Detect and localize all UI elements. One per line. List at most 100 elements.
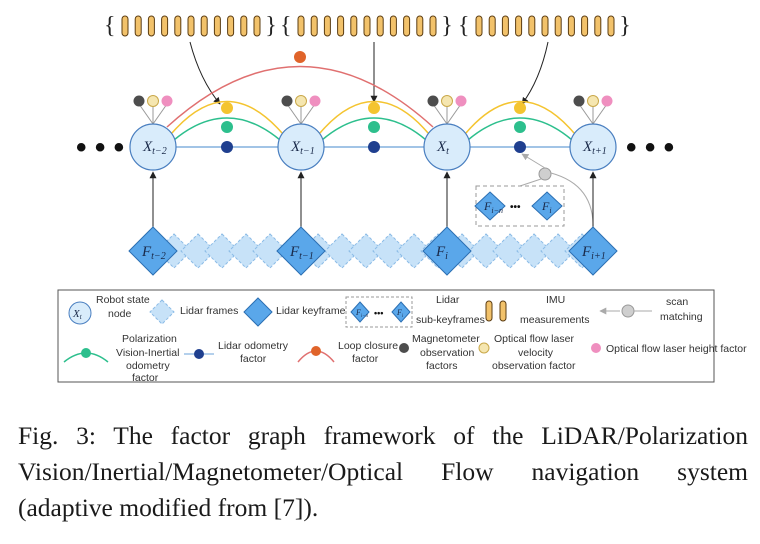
imu-bar <box>528 15 536 37</box>
imu-bar <box>515 15 523 37</box>
robot-state-node-label: Xt−1 <box>290 139 315 157</box>
ellipsis-right: • • • <box>626 131 674 164</box>
figure-caption: Fig. 3: The factor graph framework of th… <box>18 421 748 522</box>
unary-link <box>446 103 462 125</box>
lidar-keyframe-label: Fi <box>435 244 448 262</box>
imu-bar <box>389 15 397 37</box>
imu-factor <box>221 102 233 114</box>
legend-optical-flow-velocity-factor: Optical flow laser velocity observation … <box>478 333 576 372</box>
legend-scan-matching: scan matching <box>599 296 703 323</box>
optical-flow-height-factor <box>309 95 321 107</box>
imu-brace-open: { <box>280 13 292 39</box>
imu-brace-open: { <box>458 13 470 39</box>
legend: Xt Robot state node Lidar frames Lidar k… <box>57 289 747 384</box>
imu-bar <box>376 15 384 37</box>
legend-magnetometer-factors: Magnetometer observation factors <box>399 333 480 372</box>
svg-text:•••: ••• <box>374 308 383 318</box>
imu-bar <box>240 15 248 37</box>
imu-bar <box>297 15 305 37</box>
svg-text:Magnetometer: Magnetometer <box>412 333 480 345</box>
legend-lidar-subkeyframes: Fi−n ••• Fi Lidar sub-keyframes <box>345 294 485 328</box>
optical-flow-velocity-factor <box>587 95 599 107</box>
imu-bar <box>200 15 208 37</box>
imu-bar <box>607 15 615 37</box>
imu-factor-arc <box>171 100 283 134</box>
imu-brace-close: } <box>265 13 277 39</box>
scan-matching-factor <box>538 167 552 181</box>
imu-bar <box>213 15 221 37</box>
imu-group: {} <box>104 13 277 39</box>
scan-matching-arrow <box>521 153 546 169</box>
legend-lidar-frames: Lidar frames <box>149 299 238 325</box>
imu-bar <box>541 15 549 37</box>
legend-lidar-odometry-factor: Lidar odometry factor <box>184 340 289 365</box>
svg-text:node: node <box>108 308 132 320</box>
imu-arrow <box>189 41 221 105</box>
polarization-vio-factor <box>221 121 233 133</box>
svg-text:Lidar frames: Lidar frames <box>180 305 238 317</box>
polarization-vio-factor <box>368 121 380 133</box>
imu-bar <box>554 15 562 37</box>
svg-text:Lidar keyframe: Lidar keyframe <box>276 305 346 317</box>
subkeyframe-dots: ••• <box>510 202 521 213</box>
optical-flow-velocity-factor <box>147 95 159 107</box>
lidar-frame <box>492 233 528 269</box>
svg-text:Optical flow laser height fact: Optical flow laser height factor <box>606 343 747 355</box>
imu-bar <box>429 15 437 37</box>
legend-optical-flow-height-factor: Optical flow laser height factor <box>591 343 747 355</box>
optical-flow-velocity-factor <box>441 95 453 107</box>
imu-measurements: {}{}{} <box>104 13 631 39</box>
svg-text:Fi: Fi <box>396 308 404 319</box>
vio-factor-arc <box>173 117 281 141</box>
lidar-keyframe-label: Ft−2 <box>141 244 166 262</box>
legend-polarization-vio-factor: Polarization Vision-Inertial odometry fa… <box>63 333 179 384</box>
scan-matching-link <box>519 178 542 187</box>
imu-bar <box>121 15 129 37</box>
sub-keyframes-group: Fi−n ••• Fi <box>474 185 565 227</box>
legend-loop-closure-factor: Loop closure factor <box>297 340 398 365</box>
lidar-keyframe <box>128 226 178 276</box>
imu-group: {} <box>458 13 631 39</box>
lidar-keyframe <box>276 226 326 276</box>
imu-bar <box>567 15 575 37</box>
svg-text:sub-keyframes: sub-keyframes <box>416 314 485 326</box>
svg-text:Robot state: Robot state <box>96 294 150 306</box>
vio-factor-arc <box>321 117 427 141</box>
lidar-odometry-factor <box>514 141 526 153</box>
ellipsis-left: • • • <box>76 131 124 164</box>
lidar-frame <box>348 233 384 269</box>
imu-bar <box>227 15 235 37</box>
imu-bar <box>350 15 358 37</box>
svg-text:factor: factor <box>132 372 159 384</box>
svg-text:Lidar: Lidar <box>436 294 460 306</box>
imu-bar <box>594 15 602 37</box>
lidar-frame <box>252 233 288 269</box>
robot-state-node <box>277 123 325 171</box>
optical-flow-velocity-factor <box>295 95 307 107</box>
imu-brace-open: { <box>104 13 116 39</box>
svg-text:factors: factors <box>426 360 458 372</box>
magnetometer-factor <box>427 95 439 107</box>
robot-state-node <box>129 123 177 171</box>
optical-flow-height-factor <box>601 95 613 107</box>
svg-text:Polarization: Polarization <box>122 333 177 345</box>
legend-robot-state-node: Xt Robot state node <box>68 294 150 325</box>
imu-bar <box>416 15 424 37</box>
svg-text:Fi−n: Fi−n <box>483 199 503 215</box>
imu-bar <box>403 15 411 37</box>
loop-closure-factor <box>294 51 306 63</box>
lidar-frames <box>132 233 600 269</box>
svg-text:Fi−n: Fi−n <box>355 308 369 319</box>
imu-bar <box>363 15 371 37</box>
imu-brace-close: } <box>441 13 453 39</box>
robot-state-node <box>423 123 471 171</box>
robot-state-node-label: Xt <box>436 139 449 157</box>
loop-closure-arc <box>166 65 434 128</box>
lidar-keyframe <box>422 226 472 276</box>
optical-flow-height-factor <box>455 95 467 107</box>
imu-arrow <box>521 41 549 105</box>
svg-text:Xt: Xt <box>72 308 83 321</box>
lidar-frame <box>540 233 576 269</box>
svg-text:velocity: velocity <box>518 347 554 359</box>
imu-bar <box>161 15 169 37</box>
